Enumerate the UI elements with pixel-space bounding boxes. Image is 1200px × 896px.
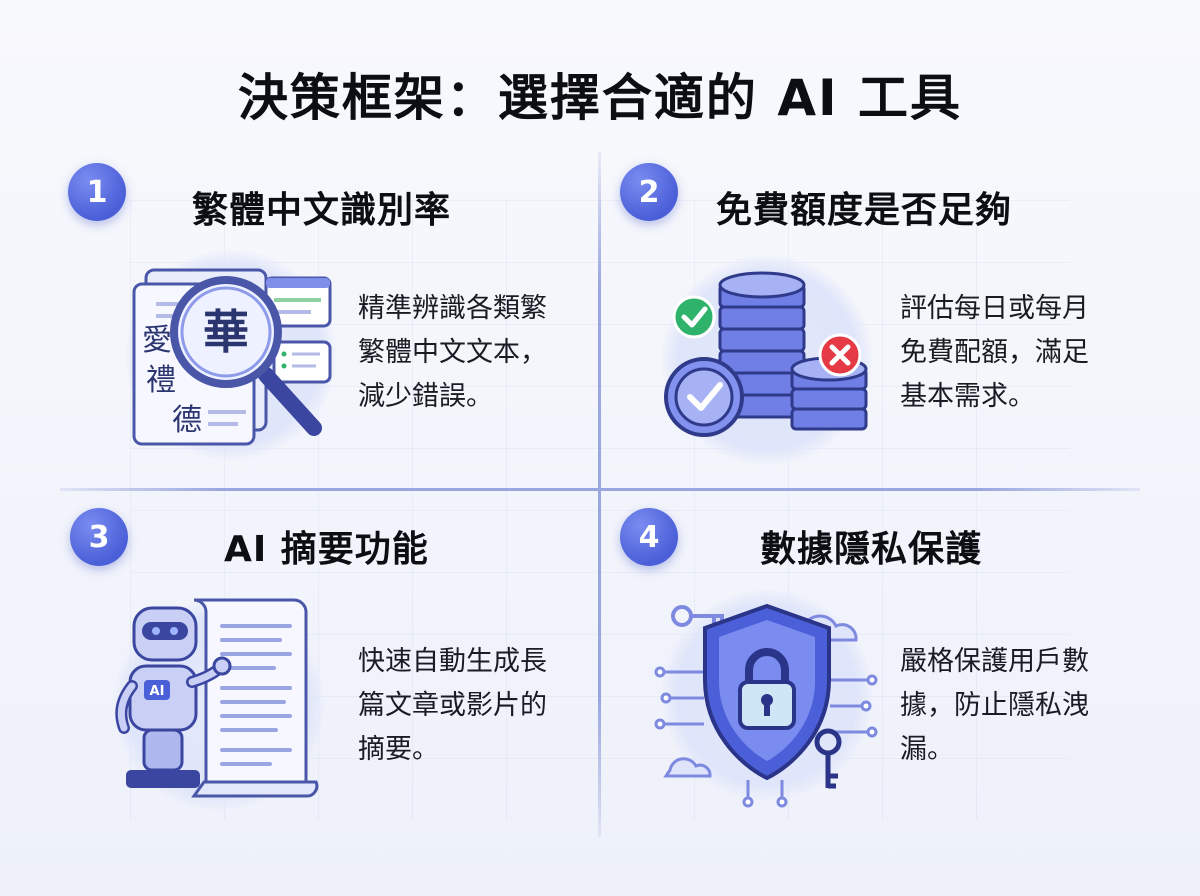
- vertical-divider: [598, 152, 601, 837]
- coin-stack-icon: [652, 245, 882, 475]
- doc-char-2: 華: [203, 305, 249, 359]
- criterion-heading: 繁體中文識別率: [192, 190, 452, 231]
- criterion-description: 快速自動生成長 篇文章或影片的 摘要。: [358, 646, 547, 765]
- criterion-card-2: 2 免費額度是否足夠: [610, 155, 1170, 485]
- criterion-card-3: 3 AI 摘要功能 AI: [40, 500, 600, 830]
- criterion-heading: 免費額度是否足夠: [716, 190, 1013, 231]
- step-number-badge: 2: [620, 163, 678, 221]
- criterion-heading: AI 摘要功能: [224, 529, 429, 570]
- doc-char-1: 愛: [142, 323, 172, 358]
- shield-lock-icon: [652, 580, 882, 810]
- step-number-badge: 3: [70, 508, 128, 566]
- criterion-description: 精準辨識各類繁 繁體中文文本， 減少錯誤。: [358, 293, 547, 412]
- criterion-card-4: 4 數據隱私保護: [610, 500, 1170, 830]
- ai-chest-label: AI: [150, 684, 165, 699]
- criterion-heading: 數據隱私保護: [760, 529, 983, 570]
- criterion-description: 評估每日或每月 免費配額，滿足 基本需求。: [900, 293, 1089, 412]
- step-number-badge: 4: [620, 508, 678, 566]
- horizontal-divider: [60, 488, 1140, 491]
- step-number-badge: 1: [68, 163, 126, 221]
- criterion-description: 嚴格保護用戶數 據，防止隱私洩 漏。: [900, 646, 1089, 765]
- doc-char-4: 德: [172, 403, 202, 438]
- magnifier-document-icon: 愛 禮 德 華: [116, 240, 346, 470]
- page-title: 決策框架：選擇合適的 AI 工具: [237, 69, 963, 127]
- robot-scroll-icon: AI: [104, 590, 334, 820]
- criterion-card-1: 1 繁體中文識別率 愛 禮 德 華: [40, 155, 600, 485]
- doc-char-3: 禮: [146, 363, 176, 398]
